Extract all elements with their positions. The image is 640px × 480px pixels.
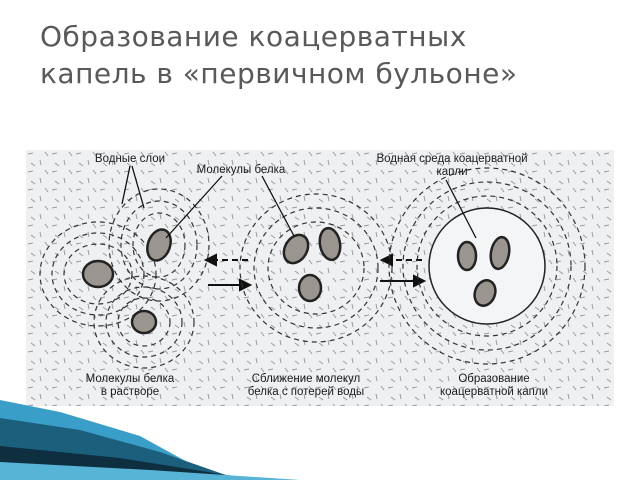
slide-title-line-1: Образование коацерватных bbox=[40, 20, 467, 53]
protein-molecule bbox=[282, 233, 310, 265]
diagram-drawing bbox=[26, 150, 614, 406]
label-stage-3-line-2: коацерватной капли bbox=[440, 386, 548, 398]
slide-title: Образование коацерватных капель в «перви… bbox=[40, 18, 600, 92]
slide-title-line-2: капель в «первичном бульоне» bbox=[40, 57, 518, 90]
label-stage-1-line-1: Молекулы белка bbox=[85, 373, 175, 385]
label-water-layers: Водные слои bbox=[74, 153, 186, 166]
label-stage-2-line-2: белка с потерей воды bbox=[247, 386, 365, 398]
coacervate-diagram: Водные слои Молекулы белка Водная среда … bbox=[26, 150, 614, 406]
leader-lines bbox=[121, 165, 477, 239]
protein-molecule bbox=[297, 273, 323, 303]
label-stage-3: Образование коацерватной капли bbox=[426, 373, 562, 399]
protein-molecule bbox=[489, 235, 511, 271]
protein-molecule bbox=[81, 259, 115, 289]
label-stage-3-line-1: Образование bbox=[458, 373, 530, 385]
equilibrium-arrows-1 bbox=[203, 253, 253, 292]
label-water-env-line-2: капли bbox=[436, 166, 468, 178]
label-coacervate-water-environment: Водная среда коацерватной капли bbox=[362, 153, 542, 179]
label-stage-1: Молекулы белка в растворе bbox=[70, 373, 190, 399]
protein-molecule bbox=[456, 240, 478, 272]
label-protein-molecules: Молекулы белка bbox=[186, 164, 296, 177]
stage-2-proteins-approaching bbox=[239, 193, 393, 343]
label-stage-2-line-1: Сближение молекул bbox=[251, 373, 361, 385]
label-water-env-line-1: Водная среда коацерватной bbox=[376, 153, 528, 165]
protein-molecule bbox=[318, 226, 342, 262]
protein-molecule bbox=[130, 309, 158, 335]
stage-3-coacervate-droplet bbox=[388, 167, 586, 365]
label-stage-2: Сближение молекул белка с потерей воды bbox=[230, 373, 382, 399]
label-water-layers-text: Водные слои bbox=[94, 153, 166, 165]
protein-molecule bbox=[146, 228, 172, 262]
protein-molecule bbox=[473, 279, 497, 307]
label-protein-molecules-text: Молекулы белка bbox=[196, 164, 286, 176]
stage-1-proteins bbox=[81, 228, 172, 335]
label-stage-1-line-2: в растворе bbox=[100, 386, 160, 398]
stage-1-protein-solution bbox=[39, 188, 210, 369]
stage-2-proteins bbox=[282, 226, 342, 303]
